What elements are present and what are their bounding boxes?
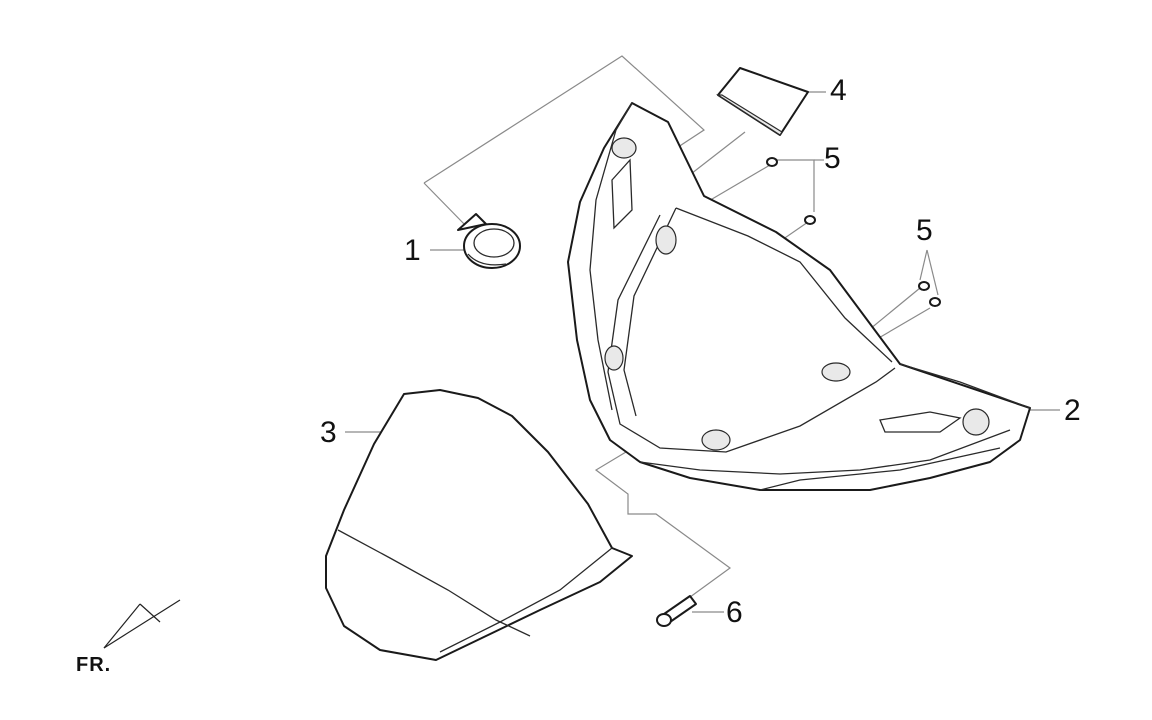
pad-icon [715, 67, 809, 136]
callout-3: 3 [320, 416, 337, 449]
callout-5-right: 5 [916, 214, 933, 247]
front-direction-icon [103, 599, 181, 649]
callout-6: 6 [726, 596, 743, 629]
callout-1: 1 [404, 234, 421, 267]
front-cowl-icon [567, 102, 1031, 491]
callout-4: 4 [830, 74, 847, 107]
bulb-socket-icon [457, 213, 521, 269]
bolt-icon [656, 595, 697, 627]
windshield-icon [325, 389, 633, 661]
screw-icon [766, 157, 941, 307]
callout-2: 2 [1064, 394, 1081, 427]
callout-5-upper: 5 [824, 142, 841, 175]
front-direction-label: FR. [76, 654, 112, 676]
